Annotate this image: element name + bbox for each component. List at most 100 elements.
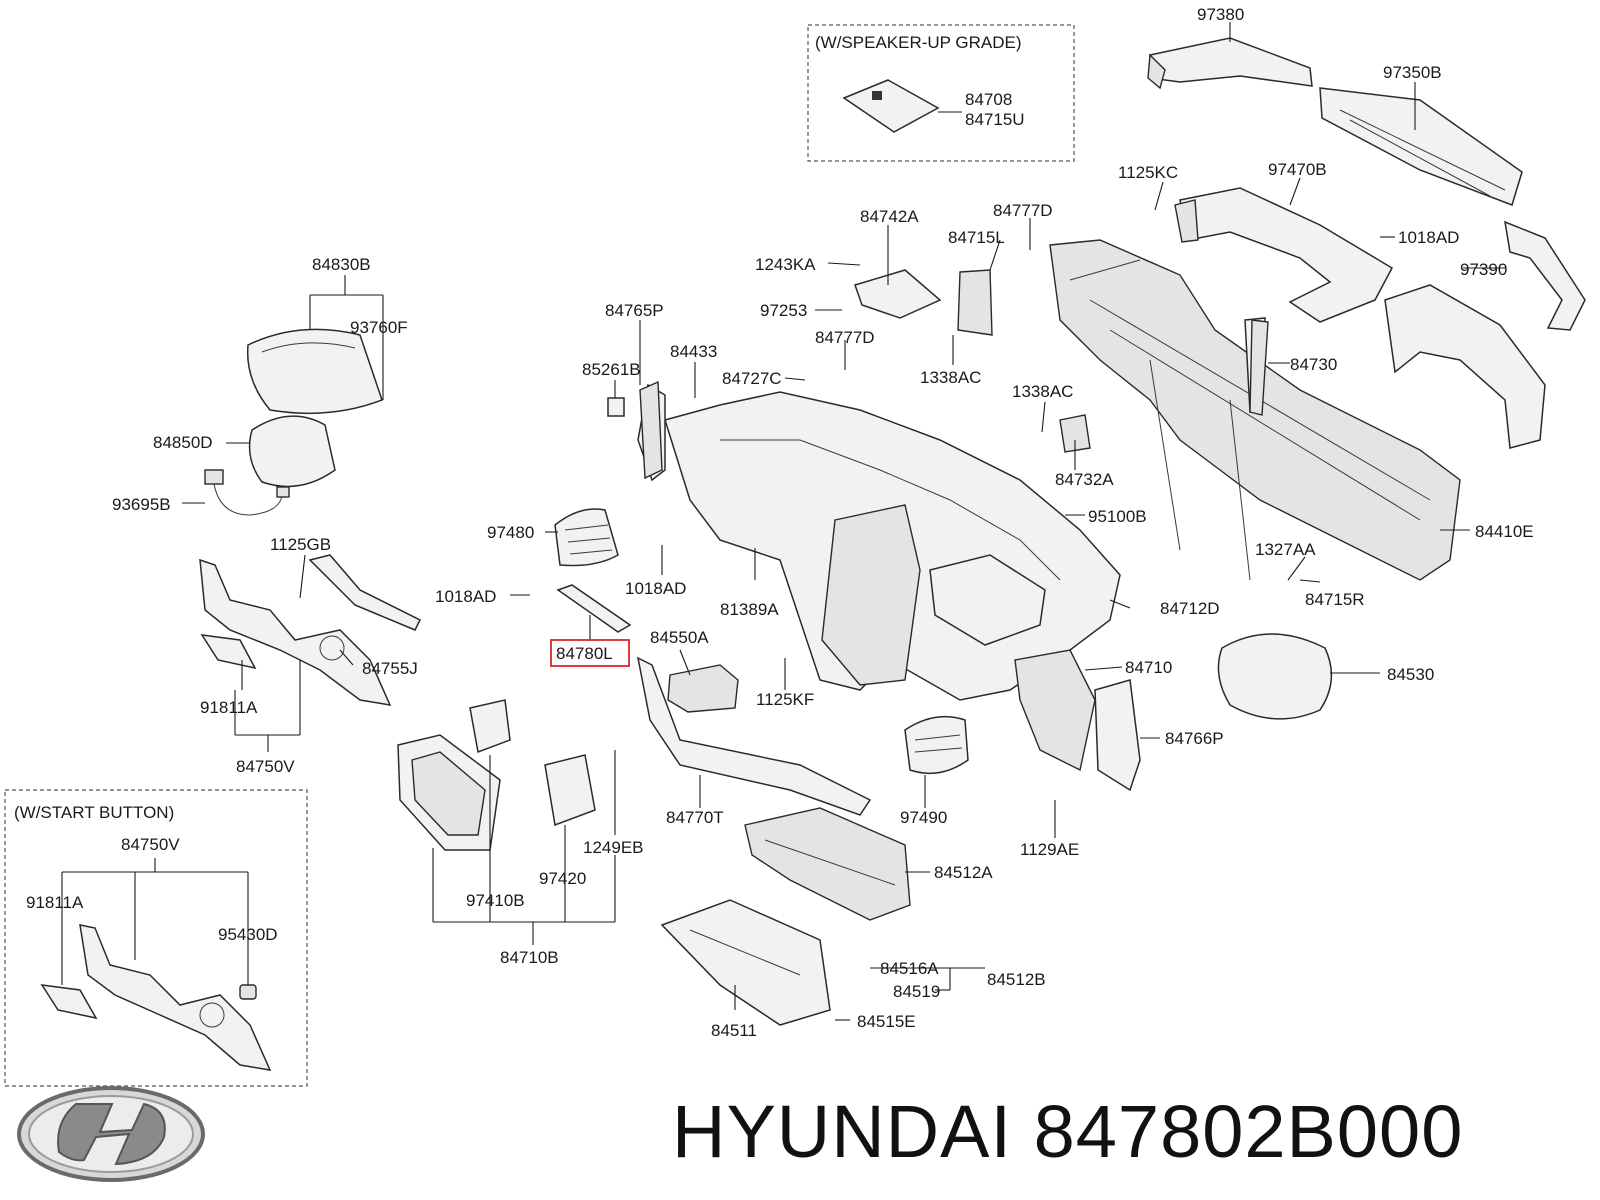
callout: 84766P (1165, 729, 1224, 748)
callout-labels: 97380 84708 84715U 97350B 1125KC 97470B … (26, 5, 1534, 1040)
bracket-84732a-part (1059, 414, 1091, 453)
callout: 81389A (720, 600, 779, 619)
brand-part-code: 847802B000 (1033, 1090, 1464, 1173)
lower-panel-part (199, 558, 392, 706)
callout: 84750V (236, 757, 295, 776)
callout: 84708 (965, 90, 1012, 109)
speaker-grade-box: (W/SPEAKER-UP GRADE) (807, 24, 1075, 162)
callout: 1129AE (1020, 840, 1079, 859)
crash-pad-part (664, 391, 1121, 772)
center-panel-part (636, 656, 872, 816)
callout: 84715L (948, 228, 1005, 247)
speaker-grade-box-title: (W/SPEAKER-UP GRADE) (815, 33, 1022, 52)
defroster-nozzle-part (1319, 87, 1523, 206)
callout: 1327AA (1255, 540, 1316, 559)
callout: 1018AD (435, 587, 496, 606)
callout: 84730 (1290, 355, 1337, 374)
steering-shroud-part (248, 415, 336, 488)
callout: 1018AD (1398, 228, 1459, 247)
callout: 84742A (860, 207, 919, 226)
center-vent-right-part (544, 754, 596, 827)
callout: 84710B (500, 948, 559, 967)
callout: 84777D (815, 328, 875, 347)
blank-cover-part (200, 634, 257, 670)
callout: 84770T (666, 808, 724, 827)
callout: 84765P (605, 301, 664, 320)
callout: 95100B (1088, 507, 1147, 526)
callout: 84780L (556, 644, 613, 663)
bracket-84730-part (1249, 319, 1269, 416)
side-cover-right-part (1094, 679, 1141, 792)
audio-bracket-part (667, 664, 739, 713)
callout: 1125KC (1118, 163, 1178, 182)
callout: 1249EB (583, 838, 644, 857)
connector-part (204, 469, 290, 516)
callout: 84712D (1160, 599, 1220, 618)
start-button-box: (W/START BUTTON) (4, 789, 308, 1087)
side-duct-part (1174, 187, 1393, 323)
vent-right-part (904, 715, 969, 775)
cluster-fascia-part (246, 328, 383, 415)
callout: 84512B (987, 970, 1046, 989)
callout: 85261B (582, 360, 641, 379)
airbag-module-part (1217, 633, 1333, 720)
callout: 84755J (362, 659, 418, 678)
callout: 1338AC (920, 368, 981, 387)
hyundai-logo (17, 1086, 205, 1182)
callout: 93695B (112, 495, 171, 514)
callout: 1125GB (270, 535, 331, 554)
callout: 97480 (487, 523, 534, 542)
callout: 97380 (1197, 5, 1244, 24)
callout: 97420 (539, 869, 586, 888)
leader-lines (61, 22, 1505, 1021)
callout: 84530 (1387, 665, 1434, 684)
lower-trim-part (308, 554, 422, 631)
callout: 1338AC (1012, 382, 1073, 401)
callout: 84850D (153, 433, 213, 452)
bracket-84715l-part (957, 269, 993, 336)
target-highlight (550, 639, 630, 667)
callout: 84830B (312, 255, 371, 274)
callout: 84777D (993, 201, 1053, 220)
bracket-84765p-part (639, 380, 663, 480)
glove-box-part (660, 899, 831, 1026)
callout: 84727C (722, 369, 782, 388)
callout: 93760F (350, 318, 408, 337)
callout: 84410E (1475, 522, 1534, 541)
callout: 97350B (1383, 63, 1442, 82)
callout: 97410B (466, 891, 525, 910)
speaker-grille-part (842, 79, 940, 133)
callout: 84516A (880, 959, 939, 978)
callout: 84512A (934, 863, 993, 882)
vent-left-part (554, 508, 619, 567)
callout: 1243KA (755, 255, 816, 274)
callout: 97470B (1268, 160, 1327, 179)
callout: 91811A (26, 893, 84, 912)
callout: 84519 (893, 982, 940, 1001)
label-85261b-part (607, 397, 625, 417)
callout: 84715U (965, 110, 1025, 129)
callout: 84511 (711, 1021, 757, 1040)
callout: 84515E (857, 1012, 916, 1031)
callout: 95430D (218, 925, 278, 944)
side-vent-duct-part (1384, 220, 1586, 449)
callout: 97253 (760, 301, 807, 320)
center-duct-part (1147, 37, 1313, 90)
callout: 84550A (650, 628, 709, 647)
center-vent-left-part (469, 699, 511, 754)
brand-part-number: HYUNDAI 847802B000 (672, 1092, 1463, 1172)
callout: 91811A (200, 698, 258, 717)
callout: 84715R (1305, 590, 1365, 609)
callout: 1125KF (756, 690, 814, 709)
start-button-box-title: (W/START BUTTON) (14, 803, 174, 822)
callout: 1018AD (625, 579, 686, 598)
callout: 97390 (1460, 260, 1507, 279)
glove-box-housing-part (744, 807, 911, 921)
callout: 97490 (900, 808, 947, 827)
callout: 84710 (1125, 658, 1172, 677)
callout: 84750V (121, 835, 180, 854)
start-lower-panel-part (40, 924, 272, 1071)
center-fascia-part (397, 734, 501, 851)
bracket-84742a-part (854, 269, 942, 319)
